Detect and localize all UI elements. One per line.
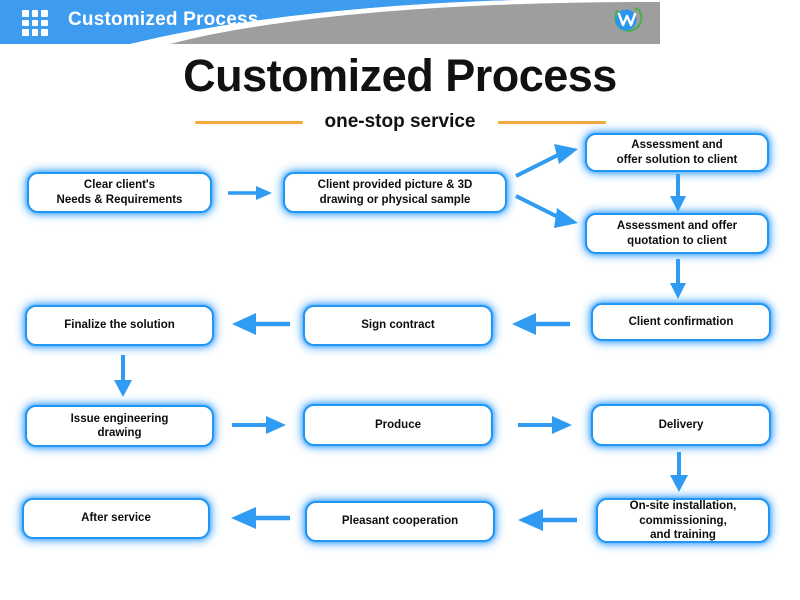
node-line: Sign contract <box>361 319 435 332</box>
arrow-issue-drawing-to-produce <box>232 414 288 436</box>
rule-right <box>497 120 606 124</box>
node-delivery[interactable]: Delivery <box>591 404 771 446</box>
arrow-clear-needs-to-client-provided <box>228 183 276 203</box>
arrow-pleasant-to-after-service <box>228 506 292 530</box>
node-line: Needs & Requirements <box>56 193 183 206</box>
arrow-delivery-to-onsite-installation <box>666 452 692 494</box>
arrow-finalize-solution-to-issue-drawing <box>110 355 136 399</box>
node-line: After service <box>81 512 151 525</box>
node-line: Client provided picture & 3D <box>317 179 473 192</box>
company-logo-icon <box>604 3 652 43</box>
node-line: offer solution to client <box>616 153 738 166</box>
node-line: Pleasant cooperation <box>341 515 459 528</box>
page-title: Customized Process <box>183 50 617 101</box>
header-title: Customized Process <box>68 9 259 30</box>
node-line: Assessment and <box>631 139 723 152</box>
node-line: Clear client's <box>83 179 156 192</box>
arrow-produce-to-delivery <box>518 414 574 436</box>
node-line: commissioning, <box>639 514 727 527</box>
node-line: and training <box>650 528 716 541</box>
node-client-provided[interactable]: Client provided picture & 3D drawing or … <box>283 172 507 213</box>
node-produce[interactable]: Produce <box>303 404 493 446</box>
node-line: Assessment and offer <box>616 220 738 233</box>
node-line: Client confirmation <box>628 315 734 328</box>
node-client-confirmation[interactable]: Client confirmation <box>591 303 771 341</box>
arrow-client-provided-to-offer-quotation <box>514 190 584 232</box>
arrow-sign-contract-to-finalize-solution <box>230 312 292 336</box>
node-line: Issue engineering <box>70 412 169 425</box>
arrow-onsite-installation-to-pleasant <box>515 508 579 532</box>
node-line: quotation to client <box>627 234 727 247</box>
node-line: drawing <box>97 427 142 439</box>
arrow-offer-solution-to-offer-quotation <box>666 174 690 214</box>
rule-left <box>194 120 303 124</box>
arrow-client-provided-to-offer-solution <box>514 142 584 182</box>
arrow-client-confirmation-to-sign-contract <box>510 312 572 336</box>
node-line: Produce <box>374 418 421 431</box>
arrow-offer-quotation-to-client-confirmation <box>666 259 690 301</box>
subtitle-text: one-stop service <box>324 111 476 132</box>
node-sign-contract[interactable]: Sign contract <box>303 305 493 346</box>
header-bar: Customized Process <box>0 0 660 44</box>
grid-menu-icon[interactable] <box>22 10 48 36</box>
node-clear-needs[interactable]: Clear client's Needs & Requirements <box>27 172 212 213</box>
node-onsite-installation[interactable]: On-site installation, commissioning, and… <box>596 498 770 543</box>
node-pleasant-cooperation[interactable]: Pleasant cooperation <box>305 501 495 542</box>
node-offer-quotation[interactable]: Assessment and offer quotation to client <box>585 213 769 254</box>
node-line: On-site installation, <box>629 500 737 513</box>
node-offer-solution[interactable]: Assessment and offer solution to client <box>585 133 769 172</box>
subtitle-row: one-stop service <box>0 111 800 133</box>
node-finalize-solution[interactable]: Finalize the solution <box>25 305 214 346</box>
node-line: drawing or physical sample <box>319 193 471 206</box>
node-issue-drawing[interactable]: Issue engineering drawing <box>25 405 214 447</box>
node-line: Delivery <box>658 418 704 431</box>
node-line: Finalize the solution <box>64 319 175 332</box>
node-after-service[interactable]: After service <box>22 498 210 539</box>
